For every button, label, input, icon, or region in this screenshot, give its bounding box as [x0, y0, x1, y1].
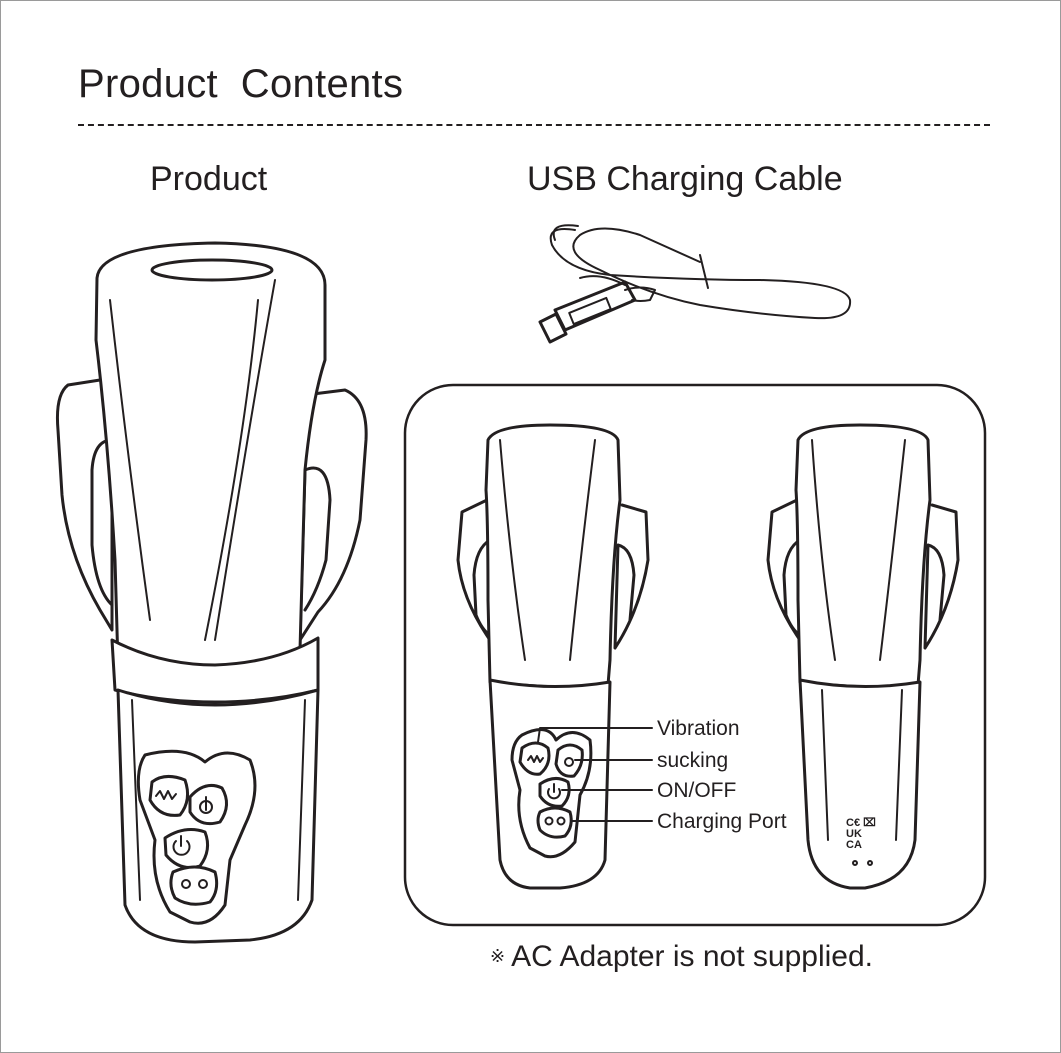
usb-cable-label: USB Charging Cable — [527, 160, 843, 198]
page-title: Product Contents — [78, 62, 404, 106]
adapter-note: ※AC Adapter is not supplied. — [490, 940, 873, 974]
callout-vibration: Vibration — [657, 717, 740, 740]
note-mark-icon: ※ — [490, 946, 506, 966]
title-divider — [78, 124, 990, 126]
callout-sucking: sucking — [657, 749, 729, 772]
note-text: AC Adapter is not supplied. — [511, 940, 873, 973]
callout-on-off: ON/OFF — [657, 779, 737, 802]
callout-charging-port: Charging Port — [657, 810, 787, 833]
product-label: Product — [150, 160, 268, 198]
